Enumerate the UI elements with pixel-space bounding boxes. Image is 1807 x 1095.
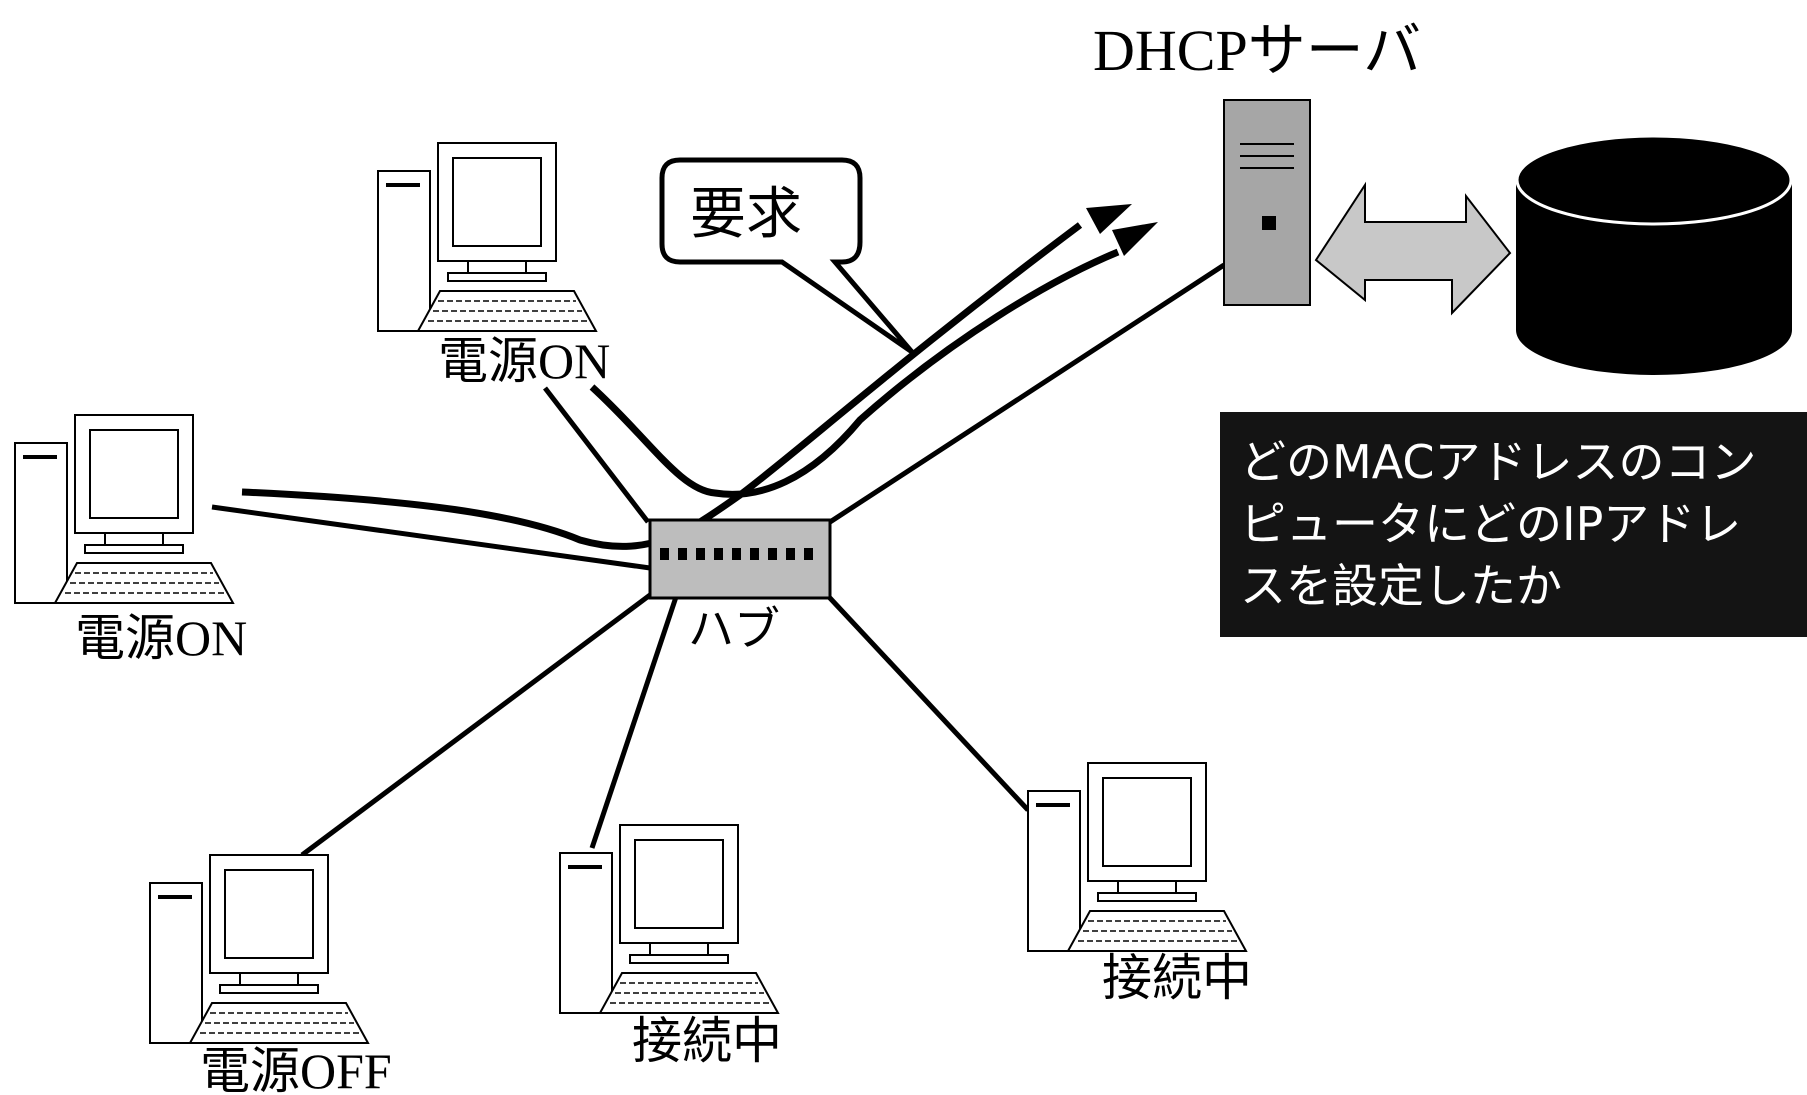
hub: ハブ [648, 518, 832, 656]
cable-top-pc [543, 386, 650, 524]
database-label-line1: IPアドレス [1530, 239, 1740, 285]
mapping-note: どのMACアドレスのコン ピュータにどのIPアドレ スを設定したか [1220, 412, 1807, 637]
note-box [1220, 412, 1807, 637]
cable-left-pc [211, 504, 651, 571]
ip-address-database: IPアドレス データベース [1515, 134, 1793, 375]
cable-bottom-right-pc [827, 595, 1030, 812]
network-cables [211, 262, 1226, 858]
computer-bottom-middle-label: 接続中 [632, 1012, 782, 1070]
hub-ports [660, 548, 813, 560]
computer-left-label: 電源ON [75, 610, 247, 666]
note-line-2: ピュータにどのIPアドレ [1240, 497, 1741, 551]
request-arrowhead-1 [1086, 204, 1132, 234]
computer-bottom-middle-icon [558, 823, 780, 1015]
database-top [1515, 134, 1793, 226]
request-callout: 要求 [659, 157, 914, 355]
request-path-left-pc [241, 222, 1083, 550]
dhcp-server: DHCPサーバ [1093, 18, 1421, 306]
request-arrowhead-2 [1112, 222, 1158, 256]
request-paths [241, 222, 1120, 550]
request-path-top-pc [589, 248, 1120, 498]
cable-bottom-left-pc [300, 592, 652, 858]
server-tower [1223, 99, 1311, 306]
computer-top-label: 電源ON [438, 333, 610, 389]
computer-top [376, 141, 598, 333]
computer-bottom-middle [558, 823, 780, 1015]
computer-bottom-left-label: 電源OFF [200, 1043, 392, 1095]
computer-bottom-left [148, 853, 370, 1045]
callout-bubble [659, 157, 914, 355]
computer-bottom-right-label: 接続中 [1102, 949, 1252, 1007]
computer-left-icon [13, 413, 235, 605]
computer-bottom-right [1026, 761, 1248, 953]
cable-bottom-middle-pc [589, 596, 679, 849]
hub-label: ハブ [688, 602, 780, 656]
computer-bottom-left-icon [148, 853, 370, 1045]
note-line-1: どのMACアドレスのコン [1240, 435, 1756, 489]
computer-bottom-right-icon [1026, 761, 1248, 953]
cable-server [828, 262, 1226, 525]
note-line-3: スを設定したか [1240, 559, 1562, 613]
database-body [1516, 180, 1792, 375]
server-database-link-arrow [1314, 181, 1512, 316]
computer-left [13, 413, 235, 605]
server-title: DHCPサーバ [1093, 18, 1421, 83]
computer-top-icon [376, 141, 598, 333]
callout-text: 要求 [690, 182, 802, 247]
database-label-line2: データベース [1530, 290, 1780, 338]
